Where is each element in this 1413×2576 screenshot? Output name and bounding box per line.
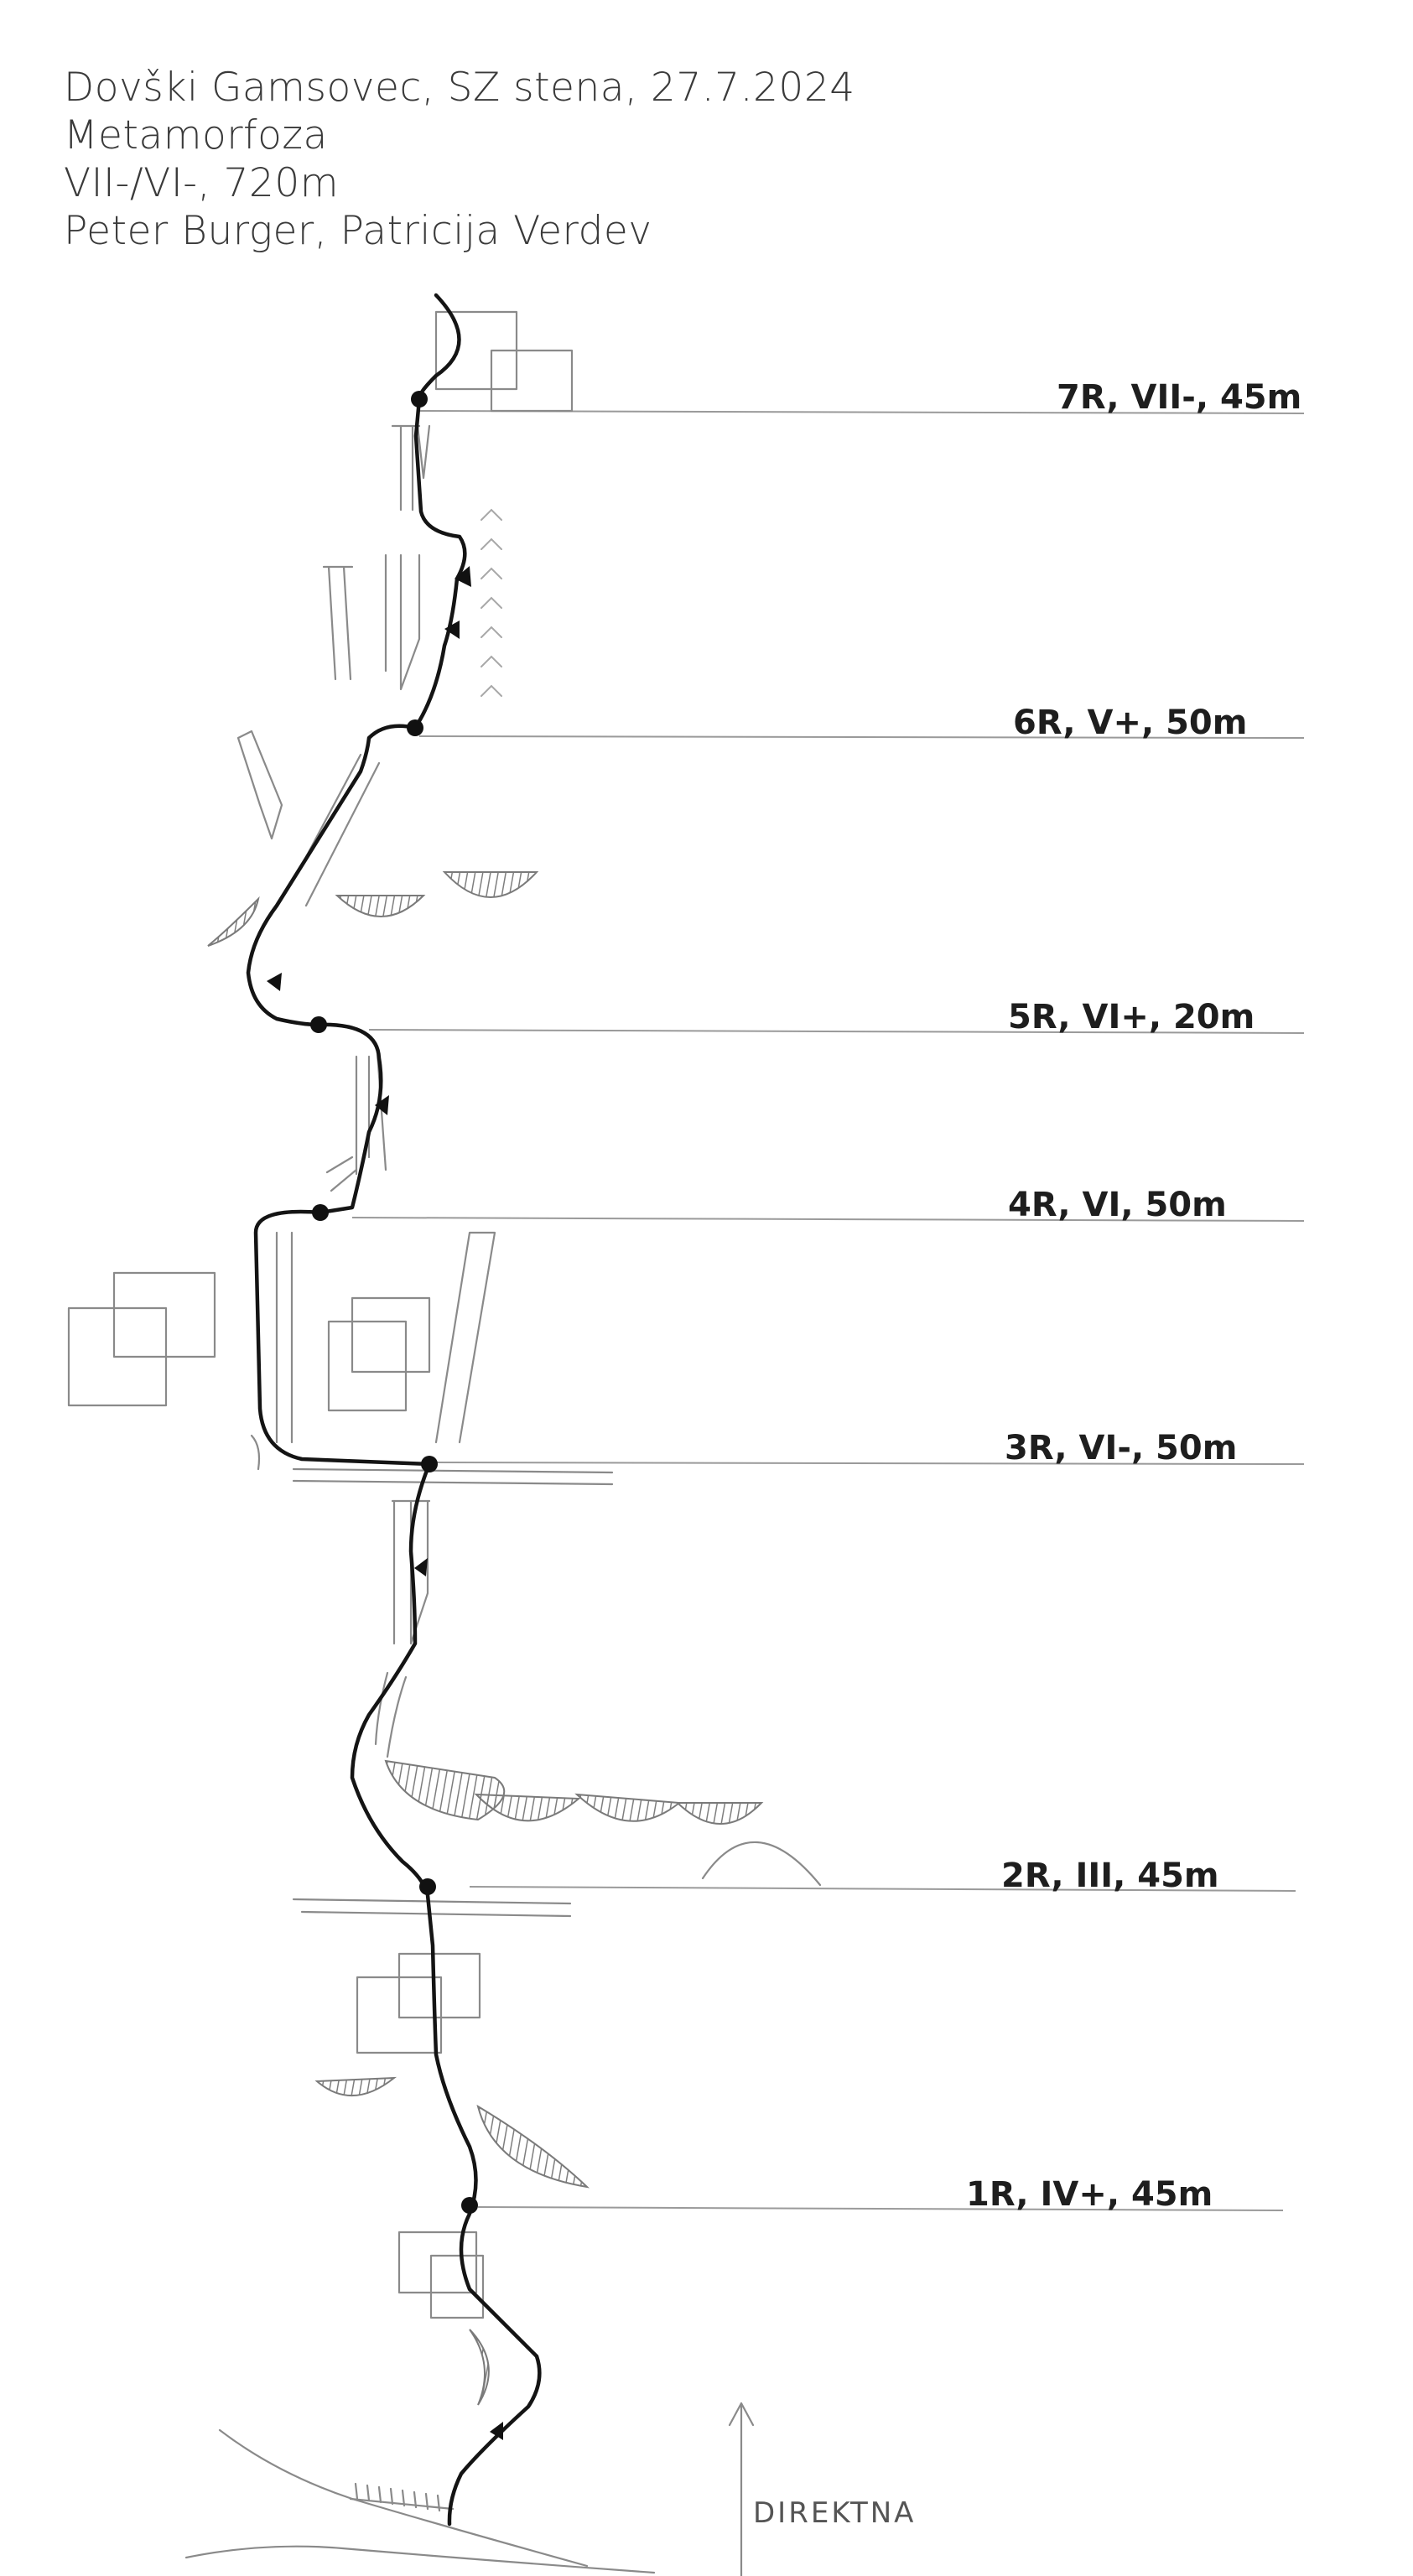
header-climbers: Peter Burger, Patricija Verdev: [64, 208, 652, 254]
header-location: Dovški Gamsovec, SZ stena, 27.7.2024: [64, 65, 855, 111]
topo-header: Dovški Gamsovec, SZ stena, 27.7.2024 Met…: [64, 64, 855, 255]
route-line: [246, 293, 542, 2527]
pitch-label: 2R, III, 45m: [1001, 1857, 1219, 1895]
pitch-label: 1R, IV+, 45m: [966, 2175, 1213, 2214]
neighbor-route-label: DIREKTNA: [753, 2496, 916, 2530]
pitch-reference-lines: [351, 410, 1305, 2211]
pitch-label: 5R, VI+, 20m: [1008, 998, 1255, 1036]
header-route-name: Metamorfoza: [64, 112, 328, 158]
protection-marks: [267, 566, 503, 2440]
header-grade-length: VII-/VI-, 720m: [64, 160, 340, 206]
pitch-label: 6R, V+, 50m: [1013, 704, 1247, 742]
pitch-label: 7R, VII-, 45m: [1057, 378, 1301, 417]
pitch-labels: 7R, VII-, 45m 6R, V+, 50m 5R, VI+, 20m 4…: [966, 378, 1301, 2214]
belay-stations: [310, 391, 478, 2214]
pitch-label: 4R, VI, 50m: [1008, 1186, 1227, 1224]
rock-features-sketch: [67, 310, 822, 2576]
pitch-label: 3R, VI-, 50m: [1005, 1429, 1237, 1467]
